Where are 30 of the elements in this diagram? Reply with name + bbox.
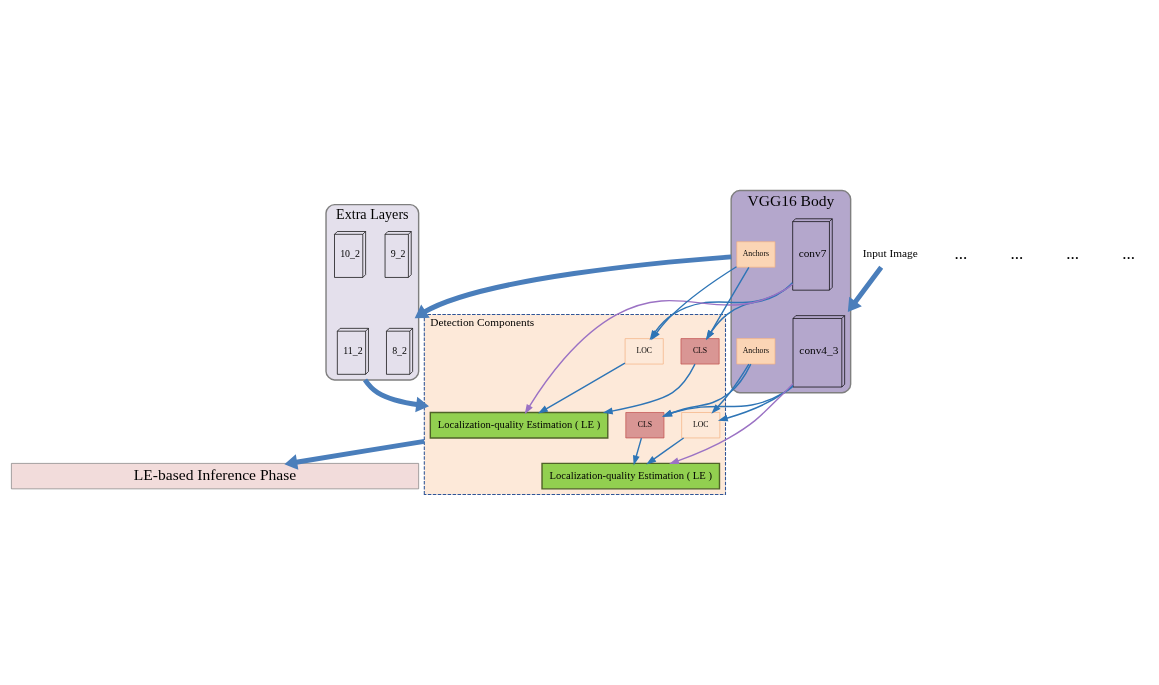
arrow [662,363,752,417]
arrow [284,438,425,470]
arrow [662,385,794,417]
node-box: LOC [624,338,664,365]
label: ... [1122,243,1135,263]
label: ... [954,243,968,263]
arrow [705,282,794,341]
arrow [633,437,643,466]
node-box: CLS [680,338,720,365]
node-box: Anchors [736,241,776,268]
arrow [414,254,732,319]
arrow [711,363,750,414]
arrow [847,265,884,312]
node-box: Localization-quality Estimation ( LE ) [541,462,721,490]
node-box: Localization-quality Estimation ( LE ) [429,411,609,439]
arrow [717,384,794,422]
arrow [363,378,429,413]
arrow [524,283,794,415]
label: ... [1010,243,1024,263]
arrow [706,266,750,341]
node-box: LOC [681,412,721,439]
node-text: Input Image [862,247,918,260]
arrow [646,437,685,465]
node-box: LE-based Inference Phase [11,463,419,490]
node-box: Anchors [736,338,776,365]
label: ... [1066,243,1080,263]
node-box: CLS [625,412,665,439]
arrow [669,382,794,465]
arrow [602,363,696,415]
arrow [537,362,626,414]
